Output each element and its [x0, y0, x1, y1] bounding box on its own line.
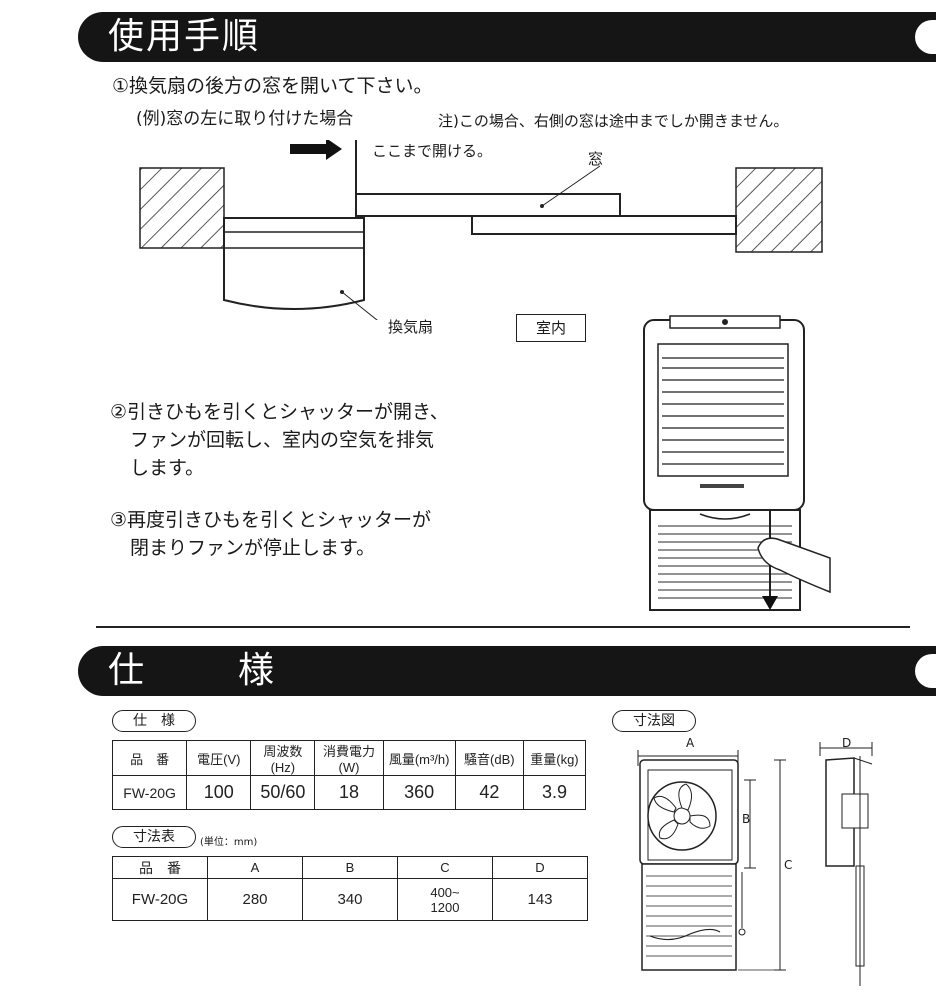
- dimension-header-cell: A: [207, 856, 303, 879]
- usage-banner: 使用手順: [78, 12, 936, 62]
- spec-header-cell: 風量(m³/h): [382, 740, 456, 776]
- dimension-cell: 280: [207, 878, 303, 921]
- spec-table-caption: 仕 様: [112, 710, 196, 732]
- spec-table: 品 番 電圧(V) 周波数(Hz) 消費電力(W) 風量(m³/h) 騒音(dB…: [111, 740, 587, 810]
- spec-cell: 18: [314, 775, 384, 810]
- spec-header-row: 品 番 電圧(V) 周波数(Hz) 消費電力(W) 風量(m³/h) 騒音(dB…: [111, 740, 587, 776]
- spec-header-cell: 消費電力(W): [314, 740, 384, 776]
- dimension-c-line2: 1200: [430, 899, 460, 915]
- dimension-cell: 143: [492, 878, 588, 921]
- window-diagram: [139, 140, 823, 320]
- step3-line2: 閉まりファンが停止します。: [130, 537, 376, 559]
- dim-label-d: D: [842, 736, 852, 750]
- spec-cell: FW-20G: [111, 775, 188, 810]
- dimension-cell: FW-20G: [112, 878, 208, 921]
- fan-label: 換気扇: [388, 318, 434, 336]
- spec-cell: 50/60: [250, 775, 316, 810]
- open-here-label: ここまで開ける。: [372, 142, 493, 160]
- spec-header-cell: 周波数(Hz): [250, 740, 316, 776]
- dim-label-a: A: [686, 736, 695, 750]
- step2-line3: します。: [130, 457, 205, 479]
- unit-note: (単位：mm): [200, 837, 258, 848]
- dimension-data-row: FW-20G 280 340 400~ 1200 143: [112, 878, 588, 921]
- spec-title-1: 仕: [108, 650, 147, 691]
- window-label: 窓: [588, 150, 604, 168]
- dimension-header-cell: 品 番: [112, 856, 208, 879]
- spec-cell: 42: [454, 775, 524, 810]
- indoor-label: 室内: [516, 314, 586, 342]
- spec-banner: 仕 様: [78, 646, 936, 696]
- spec-data-row: FW-20G 100 50/60 18 360 42 3.9: [111, 775, 587, 810]
- dimension-header-row: 品 番 A B C D: [112, 856, 588, 879]
- usage-title: 使用手順: [108, 16, 261, 57]
- dimension-table-caption: 寸法表: [112, 826, 196, 848]
- dim-label-c: C: [784, 858, 793, 872]
- example-text: (例)窓の左に取り付けた場合: [136, 109, 354, 129]
- spec-cell: 3.9: [522, 775, 587, 810]
- dimension-header-cell: D: [492, 856, 588, 879]
- spec-title-2: 様: [238, 650, 277, 691]
- spec-header-cell: 電圧(V): [186, 740, 252, 776]
- dimension-diagram-caption: 寸法図: [612, 710, 696, 732]
- dimension-header-cell: C: [397, 856, 493, 879]
- dimension-cell: 340: [302, 878, 398, 921]
- spec-cell: 360: [382, 775, 456, 810]
- spec-header-cell: 騒音(dB): [454, 740, 524, 776]
- note-text: 注)この場合、右側の窓は途中までしか開きません。: [438, 112, 789, 130]
- dimension-cell-c: 400~ 1200: [397, 878, 493, 921]
- step3-line1: ③再度引きひもを引くとシャッターが: [110, 509, 432, 531]
- fan-unit-illustration: [643, 315, 831, 611]
- dimension-header-cell: B: [302, 856, 398, 879]
- dimension-diagram: [637, 742, 873, 986]
- dimension-c-line1: 400~: [430, 884, 460, 900]
- step1-text: ①換気扇の後方の窓を開いて下さい。: [112, 75, 433, 97]
- dim-label-b: B: [742, 812, 751, 826]
- section-divider: [96, 626, 910, 628]
- step2-line2: ファンが回転し、室内の空気を排気: [130, 429, 435, 451]
- spec-cell: 100: [186, 775, 252, 810]
- spec-header-cell: 重量(kg): [522, 740, 587, 776]
- dimension-table: 品 番 A B C D FW-20G 280 340 400~ 1200 143: [112, 856, 588, 921]
- spec-header-cell: 品 番: [111, 740, 188, 776]
- step2-line1: ②引きひもを引くとシャッターが開き、: [110, 401, 449, 423]
